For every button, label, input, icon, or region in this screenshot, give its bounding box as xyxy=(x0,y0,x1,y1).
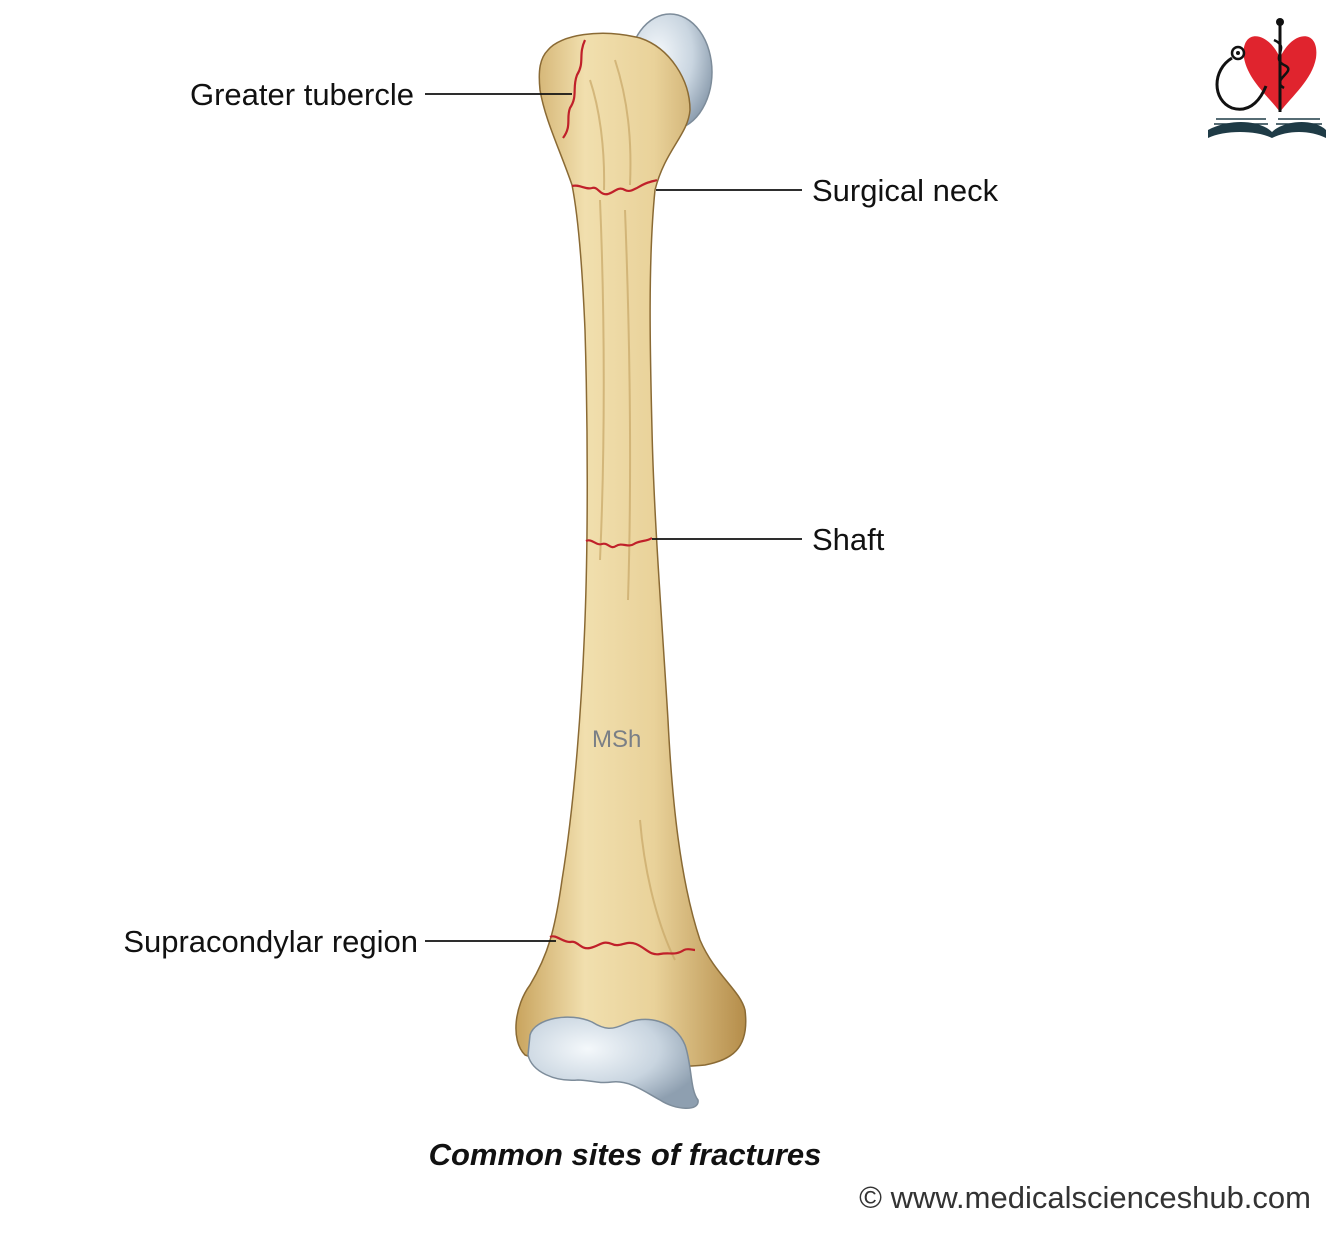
fracture-shaft xyxy=(585,537,653,549)
watermark-text: MSh xyxy=(592,726,642,753)
heart-stethoscope-logo-icon xyxy=(1215,18,1317,112)
figure-caption: Common sites of fractures xyxy=(428,1137,822,1172)
fracture-greater-tubercle xyxy=(562,39,587,139)
fracture-surgical-neck xyxy=(571,178,658,196)
copyright-notice: © www.medicalscienceshub.com xyxy=(859,1180,1311,1215)
label-greater-tubercle: Greater tubercle xyxy=(190,77,414,112)
bone-texture xyxy=(589,59,676,961)
label-surgical-neck: Surgical neck xyxy=(812,173,999,208)
fracture-supracondylar xyxy=(549,935,696,956)
humerus-bone xyxy=(515,32,747,1068)
condyle-cartilage xyxy=(527,1016,699,1109)
open-book-icon xyxy=(1208,118,1326,138)
label-shaft: Shaft xyxy=(812,522,885,557)
label-supracondylar-region: Supracondylar region xyxy=(123,924,418,959)
